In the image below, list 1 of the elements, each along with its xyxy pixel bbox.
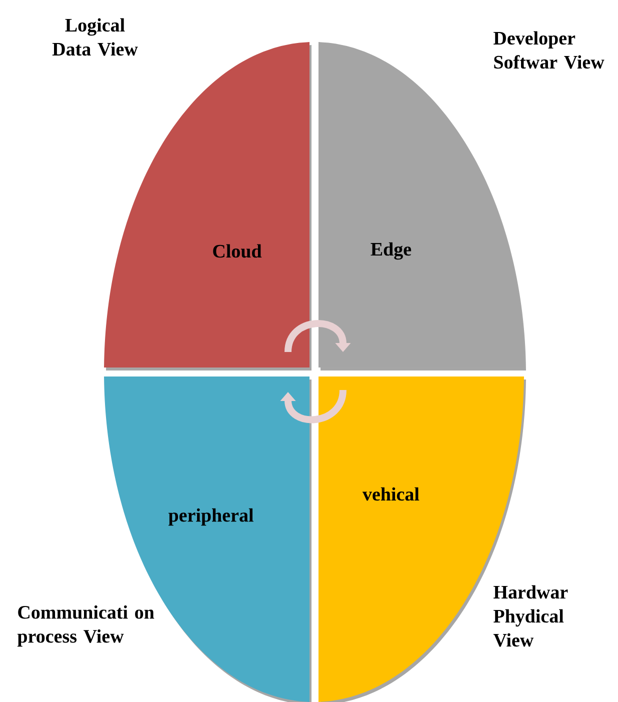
cycle-arrow — [284, 320, 351, 352]
